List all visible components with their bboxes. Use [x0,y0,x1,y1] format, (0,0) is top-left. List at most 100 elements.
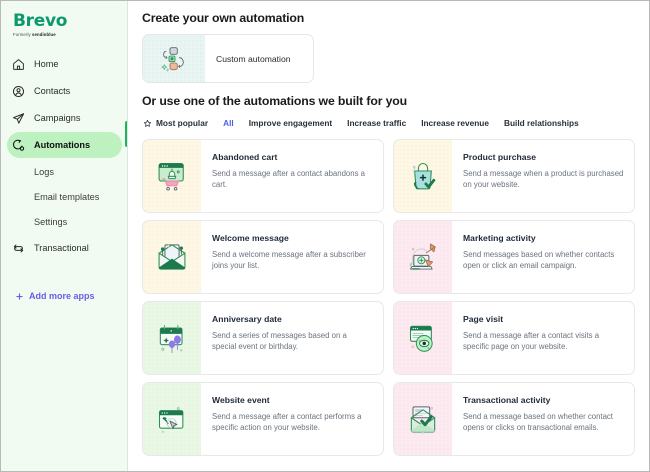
card-thumb [143,383,201,455]
custom-automation-icon [158,43,190,75]
card-body: Transactional activity Send a message ba… [452,383,634,455]
card-thumb [143,221,201,293]
tab-label: Most popular [156,118,209,128]
sidebar-item-home[interactable]: Home [1,51,122,77]
automation-card-anniversary-date[interactable]: Anniversary date Send a series of messag… [142,301,384,375]
card-title: Page visit [463,314,504,324]
card-thumb [394,302,452,374]
tab-increase-traffic[interactable]: Increase traffic [347,118,406,130]
tagline-prefix: Formerly [13,32,33,37]
sidebar-subitem-label: Logs [34,166,54,177]
sidebar-item-settings[interactable]: Settings [1,209,128,234]
sidebar-item-email-templates[interactable]: Email templates [1,184,128,209]
card-description: Send a message after a contact visits a … [463,331,600,352]
tab-label: All [223,118,234,128]
sidebar-subitem-label: Email templates [34,191,100,202]
welcome-message-icon [152,237,192,277]
tagline-brand: sendinblue [32,32,56,37]
tab-label: Improve engagement [248,118,333,128]
card-thumb [394,221,452,293]
card-title: Marketing activity [463,233,536,243]
sidebar-item-label: Home [34,59,59,69]
card-body: Website event Send a message after a con… [201,383,383,455]
automation-card-product-purchase[interactable]: Product purchase Send a message when a p… [393,139,635,213]
main-content: Create your own automation [128,1,649,471]
sync-icon [12,242,25,255]
sidebar-item-label: Contacts [34,86,71,96]
sidebar-item-label: Automations [34,140,91,150]
sidebar-item-campaigns[interactable]: Campaigns [1,105,122,131]
card-thumb [394,383,452,455]
website-event-icon [152,399,192,439]
automation-card-transactional-activity[interactable]: Transactional activity Send a message ba… [393,382,635,456]
brand-logo-tagline: Formerly sendinblue [13,32,128,37]
marketing-activity-icon [403,237,443,277]
tab-most-popular[interactable]: Most popular [143,118,208,130]
sidebar-item-label: Campaigns [34,113,81,123]
sidebar-subitem-label: Settings [34,216,68,227]
card-description: Send a message based on whether contact … [463,412,613,433]
card-body: Marketing activity Send messages based o… [452,221,634,293]
card-title: Product purchase [463,152,537,162]
page-visit-icon [403,318,443,358]
card-title: Transactional activity [463,395,551,405]
custom-automation-card[interactable]: Custom automation [142,34,314,83]
card-title: Anniversary date [212,314,282,324]
card-body: Page visit Send a message after a contac… [452,302,634,374]
card-description: Send a message after a contact abandons … [212,169,366,190]
active-nav-indicator [125,121,128,147]
card-title: Abandoned cart [212,152,278,162]
card-description: Send a message after a contact performs … [212,412,362,433]
automation-card-abandoned-cart[interactable]: Abandoned cart Send a message after a co… [142,139,384,213]
card-body: Abandoned cart Send a message after a co… [201,140,383,212]
sidebar-divider [127,1,128,471]
sidebar-item-automations[interactable]: Automations [7,132,122,158]
automation-card-welcome-message[interactable]: Welcome message Send a welcome message a… [142,220,384,294]
add-more-apps-button[interactable]: Add more apps [1,291,128,301]
sidebar-item-label: Transactional [34,243,89,253]
category-tabs: Most popular All Improve engagement Incr… [143,118,635,130]
tab-increase-revenue[interactable]: Increase revenue [421,118,489,130]
automation-card-grid: Abandoned cart Send a message after a co… [142,139,635,456]
tab-label: Build relationships [504,118,579,128]
card-title: Website event [212,395,270,405]
tab-label: Increase revenue [421,118,489,128]
star-icon [143,119,152,128]
tab-all[interactable]: All [223,118,234,130]
card-description: Send messages based on whether contacts … [463,250,615,271]
card-description: Send a series of messages based on a spe… [212,331,347,352]
card-description: Send a welcome message after a subscribe… [212,250,366,271]
page-title-prebuilt: Or use one of the automations we built f… [142,94,408,108]
card-thumb [143,140,201,212]
brand-logo-text: Brevo [13,11,68,31]
product-purchase-icon [403,156,443,196]
automations-icon [12,139,25,152]
card-body: Product purchase Send a message when a p… [452,140,634,212]
card-body: Anniversary date Send a series of messag… [201,302,383,374]
card-thumb [394,140,452,212]
anniversary-date-icon [152,318,192,358]
sidebar: Brevo Formerly sendinblue Home Contacts [1,1,128,471]
sidebar-nav: Home Contacts Campaigns Automations [1,51,128,261]
abandoned-cart-icon [152,156,192,196]
automation-card-page-visit[interactable]: Page visit Send a message after a contac… [393,301,635,375]
tab-label: Increase traffic [347,118,407,128]
sidebar-item-transactional[interactable]: Transactional [1,235,122,261]
brand-logo[interactable]: Brevo Formerly sendinblue [1,7,128,47]
custom-automation-label: Custom automation [216,53,291,64]
page-title-create: Create your own automation [142,11,305,25]
tab-improve-engagement[interactable]: Improve engagement [249,118,332,130]
card-thumb [143,302,201,374]
plus-icon [15,292,24,301]
add-more-apps-label: Add more apps [29,291,95,301]
sidebar-item-contacts[interactable]: Contacts [1,78,122,104]
tab-build-relationships[interactable]: Build relationships [504,118,579,130]
automation-card-marketing-activity[interactable]: Marketing activity Send messages based o… [393,220,635,294]
card-body: Welcome message Send a welcome message a… [201,221,383,293]
sidebar-item-logs[interactable]: Logs [1,159,128,184]
contacts-icon [12,85,25,98]
paper-plane-icon [12,112,25,125]
automation-card-website-event[interactable]: Website event Send a message after a con… [142,382,384,456]
home-icon [12,58,25,71]
